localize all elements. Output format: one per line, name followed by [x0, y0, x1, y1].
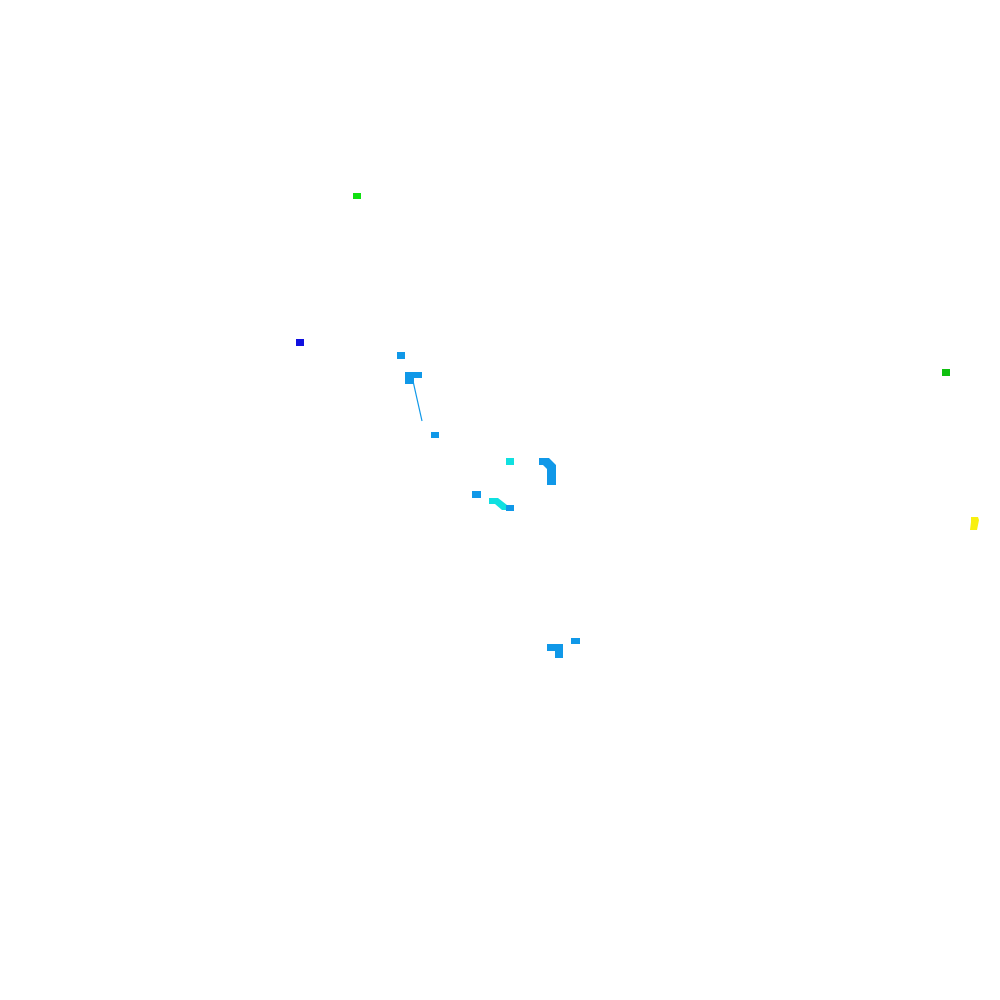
light-blue-speck-1-part	[397, 352, 405, 359]
blue-speck	[296, 339, 304, 346]
light-blue-corner-shape	[405, 372, 422, 384]
cyan-speck-part	[506, 458, 514, 465]
light-blue-speck-1	[397, 352, 405, 359]
light-blue-speck-2	[431, 432, 439, 438]
light-blue-bent-shape-part	[539, 458, 556, 485]
dark-green-speck-right-part	[942, 369, 950, 376]
yellow-speck-right-part	[970, 517, 979, 530]
light-blue-speck-5-part	[571, 638, 580, 644]
light-blue-speck-4	[506, 505, 514, 511]
light-blue-speck-4-part	[506, 505, 514, 511]
light-blue-thin-line	[412, 380, 423, 422]
light-blue-corner-shape-part	[405, 372, 414, 384]
light-blue-corner-shape-bottom-part	[555, 644, 563, 658]
cyan-bent-shape	[489, 498, 507, 510]
dark-green-speck-right	[942, 369, 950, 376]
light-blue-speck-3	[472, 491, 481, 498]
cyan-speck	[506, 458, 514, 465]
light-blue-speck-5	[571, 638, 580, 644]
green-speck-top	[353, 193, 361, 199]
light-blue-bent-shape	[539, 458, 556, 485]
cyan-bent-shape-part	[489, 498, 507, 510]
yellow-speck-right	[970, 517, 979, 530]
blue-speck-part	[296, 339, 304, 346]
light-blue-thin-line-part	[412, 380, 423, 422]
light-blue-speck-3-part	[472, 491, 481, 498]
green-speck-top-part	[353, 193, 361, 199]
light-blue-speck-2-part	[431, 432, 439, 438]
light-blue-corner-shape-bottom	[547, 644, 563, 658]
